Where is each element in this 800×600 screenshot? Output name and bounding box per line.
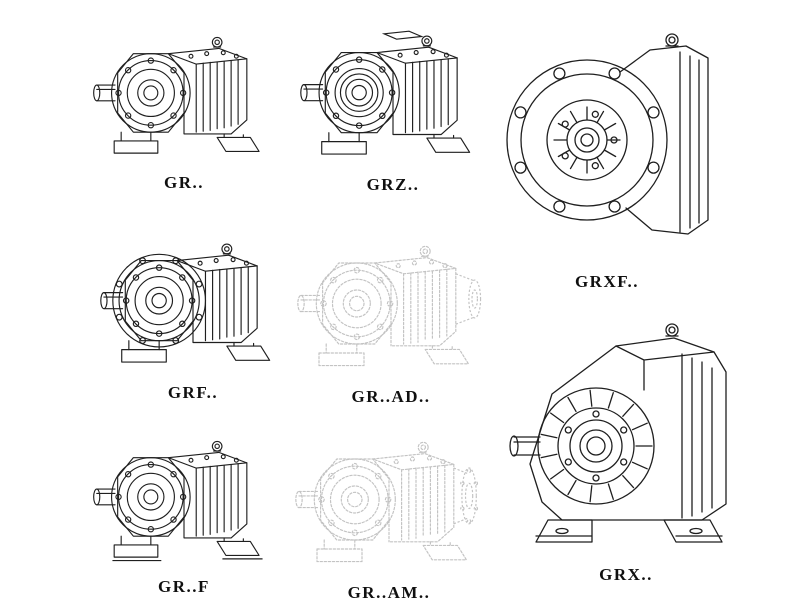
flange-mounted-gearbox-front-view-drawing <box>506 33 709 235</box>
model-label: GR..AM.. <box>347 582 431 600</box>
gearbox-with-input-adapter-drawing <box>297 245 482 367</box>
model-label: GRZ.. <box>366 174 420 194</box>
model-label: GRX.. <box>599 565 653 584</box>
figure-gr: GR.. <box>88 10 280 193</box>
foot-mounted-helical-gearbox-large-drawing <box>300 30 471 155</box>
foot-mounted-helical-gearbox-drawing <box>93 440 263 562</box>
figure-grx: GRX.. <box>496 298 756 585</box>
figure-gr-ad: GR..AD.. <box>292 218 490 407</box>
model-label: GRF.. <box>167 382 219 402</box>
figure-grxf: GRXF.. <box>492 2 722 292</box>
foot-mounted-helical-gearbox-drawing <box>93 36 260 154</box>
figure-gr-am: GR..AM.. <box>290 414 488 600</box>
large-foot-mounted-gearbox-drawing <box>509 323 727 543</box>
model-label: GRXF.. <box>574 272 640 291</box>
figure-gr-f: GR..F <box>88 414 280 597</box>
flange-foot-helical-gearbox-drawing <box>100 243 271 363</box>
figure-grf: GRF.. <box>95 216 291 403</box>
model-label: GR.. <box>164 173 204 193</box>
model-label: GR..F <box>158 577 210 597</box>
gearbox-with-motor-flange-adapter-drawing <box>295 441 479 563</box>
model-label: GR..AD.. <box>351 386 431 406</box>
figure-grz: GRZ.. <box>295 8 491 195</box>
